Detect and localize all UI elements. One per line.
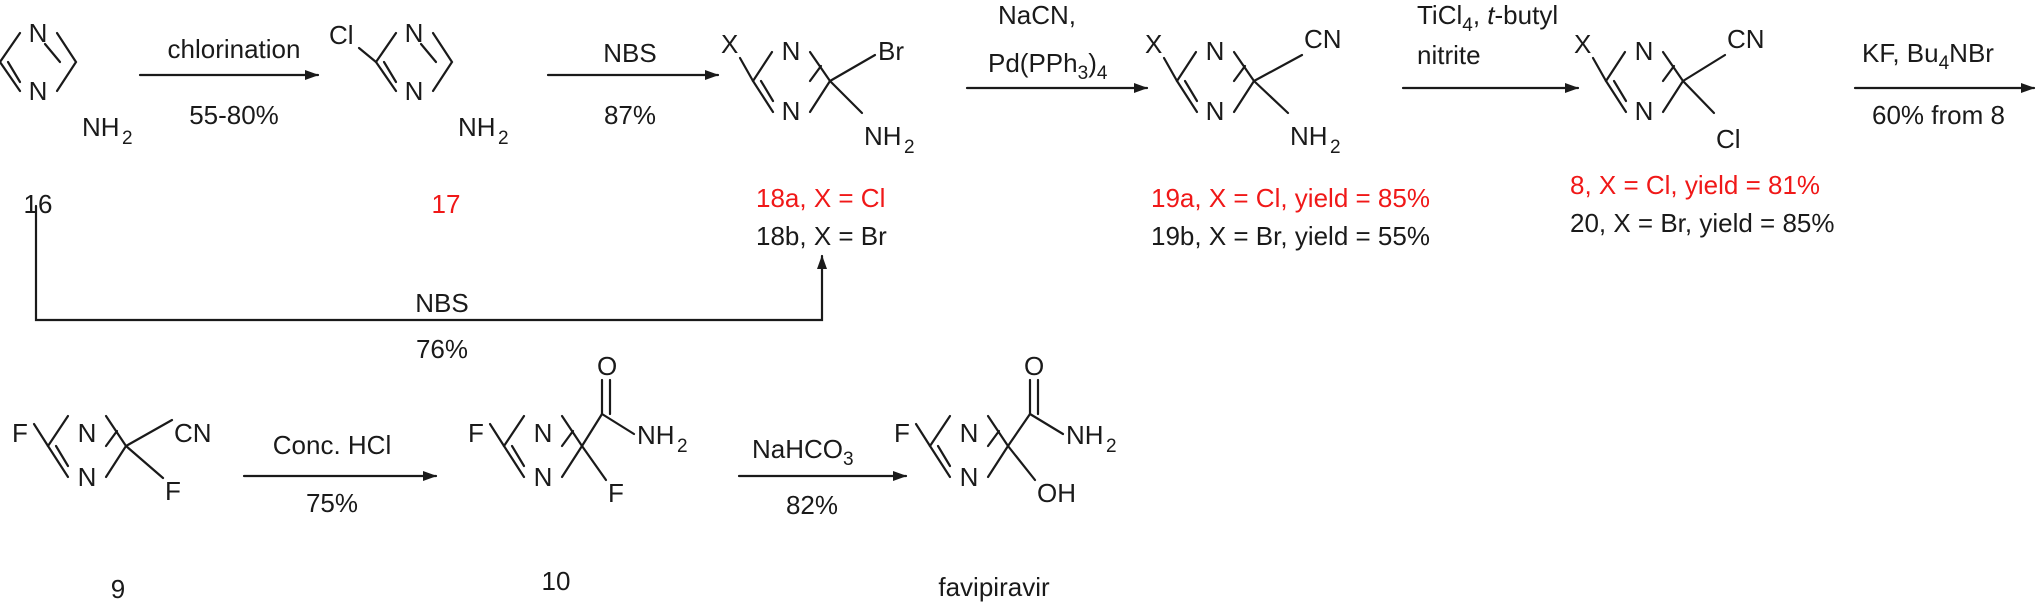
atom-n: N — [405, 76, 424, 106]
atom-n: NH — [1066, 420, 1104, 450]
yield-text: 82% — [786, 490, 838, 520]
reagent-text: chlorination — [168, 34, 301, 64]
atom-n: N — [534, 462, 553, 492]
yield-text: 60% from 8 — [1872, 100, 2005, 130]
ring-8-20 — [1591, 50, 1727, 115]
compound-label: 16 — [24, 189, 53, 219]
subscript: 2 — [1106, 436, 1117, 457]
reagent-text: TiCl4, t-butyl — [1417, 0, 1558, 36]
compound-label: 19a, X = Cl, yield = 85% — [1151, 183, 1430, 213]
atom-n: N — [782, 36, 801, 66]
reagent-text: Pd(PPh3)4 — [988, 48, 1108, 84]
atom-n: NH — [82, 112, 120, 142]
atom-n: N — [782, 96, 801, 126]
atom-n: N — [1206, 96, 1225, 126]
yield-text: 76% — [416, 334, 468, 364]
ring-10 — [488, 378, 636, 482]
atom-x: X — [1145, 29, 1162, 59]
subscript: 2 — [498, 128, 509, 149]
atom-f: F — [12, 418, 28, 448]
atom-n: NH — [458, 112, 496, 142]
atom-n: N — [1635, 36, 1654, 66]
compound-label: favipiravir — [938, 572, 1050, 602]
ring-favipiravir — [914, 378, 1065, 482]
atom-f: F — [608, 478, 624, 508]
reagent-text: NaHCO3 — [752, 434, 854, 470]
reagent-text: NBS — [603, 38, 656, 68]
yield-text: 87% — [604, 100, 656, 130]
atom-br: Br — [878, 36, 904, 66]
atom-cl: Cl — [329, 20, 354, 50]
subscript: 2 — [677, 436, 688, 457]
reagent-text: NaCN, — [998, 0, 1076, 30]
ring-17 — [357, 31, 454, 93]
atom-n: N — [1635, 96, 1654, 126]
atom-n: N — [534, 418, 553, 448]
compound-label: 10 — [542, 566, 571, 596]
atom-x: X — [721, 29, 738, 59]
atom-n: N — [78, 462, 97, 492]
atom-n: N — [78, 418, 97, 448]
atom-n: N — [960, 462, 979, 492]
ring-18 — [738, 50, 877, 115]
atom-cn: CN — [174, 418, 212, 448]
reagent-text: NBS — [415, 288, 468, 318]
compound-label: 18b, X = Br — [756, 221, 887, 251]
arrow-16-bypass-to-18 — [34, 204, 827, 322]
atom-o: O — [597, 351, 617, 381]
compound-label: 8, X = Cl, yield = 81% — [1570, 170, 1820, 200]
atom-cl: Cl — [1716, 124, 1741, 154]
atom-cn: CN — [1727, 24, 1765, 54]
atom-x: X — [1574, 29, 1591, 59]
compound-label: 9 — [111, 574, 125, 604]
atom-n: N — [29, 18, 48, 48]
atom-f: F — [468, 418, 484, 448]
ring-19 — [1162, 50, 1304, 115]
ring-9 — [32, 414, 174, 480]
atom-n: N — [1206, 36, 1225, 66]
atom-cn: CN — [1304, 24, 1342, 54]
compound-label: 18a, X = Cl — [756, 183, 885, 213]
subscript: 2 — [122, 128, 133, 149]
atom-oh: OH — [1037, 478, 1076, 508]
compound-label: 17 — [432, 189, 461, 219]
compound-label: 20, X = Br, yield = 85% — [1570, 208, 1835, 238]
atom-n: N — [960, 418, 979, 448]
ring-16 — [0, 31, 78, 93]
subscript: 2 — [1330, 137, 1341, 158]
subscript: 2 — [904, 137, 915, 158]
yield-text: 55-80% — [189, 100, 279, 130]
atom-n: NH — [1290, 121, 1328, 151]
atom-f: F — [165, 476, 181, 506]
reagent-text: Conc. HCl — [273, 430, 391, 460]
atom-n: NH — [637, 420, 675, 450]
compound-label: 19b, X = Br, yield = 55% — [1151, 221, 1430, 251]
atom-o: O — [1024, 351, 1044, 381]
atom-n: N — [405, 18, 424, 48]
atom-f: F — [894, 418, 910, 448]
atom-n: NH — [864, 121, 902, 151]
yield-text: 75% — [306, 488, 358, 518]
atom-n: N — [29, 76, 48, 106]
reagent-text: KF, Bu4NBr — [1862, 38, 1994, 74]
reagent-text: nitrite — [1417, 40, 1481, 70]
